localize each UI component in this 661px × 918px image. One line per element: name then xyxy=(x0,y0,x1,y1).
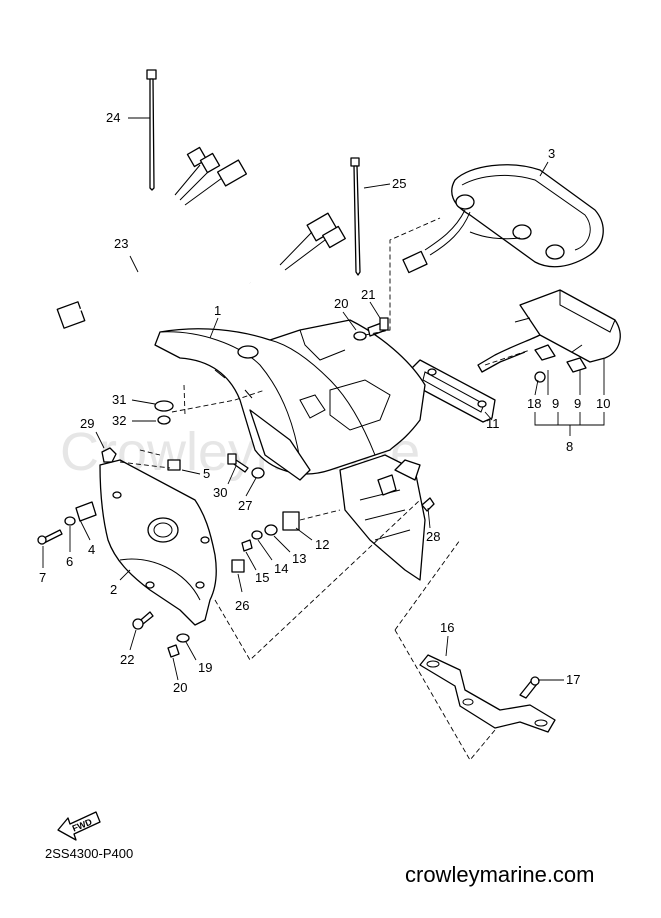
callout-25: 23 xyxy=(114,236,128,251)
callout-27: 28 xyxy=(426,529,440,544)
callout-28: 29 xyxy=(80,416,94,431)
tail-light-3 xyxy=(402,164,604,274)
callout-3: 3 xyxy=(548,146,555,161)
callout-18: 17 xyxy=(566,672,580,687)
assembly-lines xyxy=(119,217,531,761)
callout-7: 7 xyxy=(39,570,46,585)
callout-22: 21 xyxy=(361,287,375,302)
hardware xyxy=(37,317,540,699)
callout-20: 20 xyxy=(173,680,187,695)
callout-14: 13 xyxy=(292,551,306,566)
website: crowleymarine.com xyxy=(405,862,595,887)
callout-1: 1 xyxy=(214,303,221,318)
callouts: 24 25 3 23 20 21 1 31 32 29 5 30 27 18 9… xyxy=(39,110,610,695)
callout-10: 10 xyxy=(596,396,610,411)
callout-6: 6 xyxy=(66,554,73,569)
cable-tie-26-middle xyxy=(350,157,361,276)
callout-8: 8 xyxy=(566,439,573,454)
fwd-label: FWD xyxy=(71,816,94,833)
callout-12: 11 xyxy=(486,416,500,431)
license-bracket-2 xyxy=(99,459,217,626)
wire-harness-25 xyxy=(56,146,346,329)
cable-tie-26-upper xyxy=(146,69,157,191)
callout-26b: 25 xyxy=(392,176,406,191)
callout-26a: 24 xyxy=(106,110,120,125)
callout-32: 32 xyxy=(112,413,126,428)
callout-2: 2 xyxy=(110,582,117,597)
callout-9a: 9 xyxy=(552,396,559,411)
callout-19: 19 xyxy=(198,660,212,675)
callout-24: 26 xyxy=(235,598,249,613)
callout-5: 5 xyxy=(203,466,210,481)
callout-13: 12 xyxy=(315,537,329,552)
callout-21: 20 xyxy=(334,296,348,311)
license-light-10 xyxy=(477,289,621,383)
callout-11: 18 xyxy=(527,396,541,411)
part-code: 2SS4300-P400 xyxy=(45,846,133,861)
callout-29: 31 xyxy=(112,392,126,407)
callout-23: 22 xyxy=(120,652,134,667)
callout-17: 16 xyxy=(440,620,454,635)
callout-4: 4 xyxy=(88,542,95,557)
callout-9b: 9 xyxy=(574,396,581,411)
rear-fender-1 xyxy=(154,319,426,581)
plate-bracket-17 xyxy=(419,654,556,733)
fwd-arrow-icon: FWD xyxy=(57,811,101,841)
callout-30: 27 xyxy=(238,498,252,513)
callout-15: 14 xyxy=(274,561,288,576)
callout-16: 15 xyxy=(255,570,269,585)
callout-31: 30 xyxy=(213,485,227,500)
